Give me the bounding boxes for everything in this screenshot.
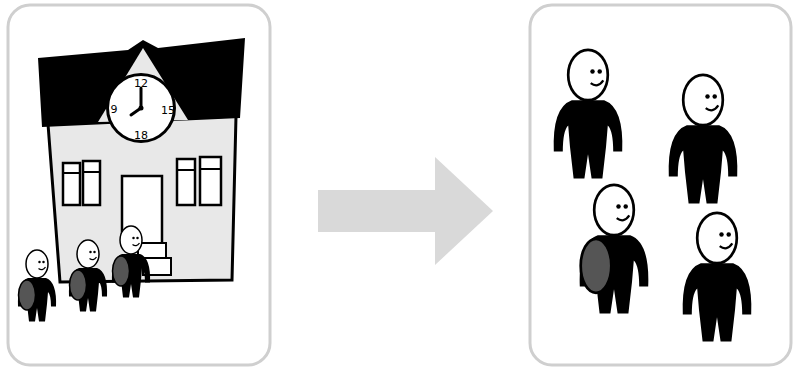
clock-number: 9 — [111, 104, 118, 115]
window-bars — [63, 169, 221, 173]
clock-number: 12 — [134, 78, 148, 89]
clock-face: 12 9 15 18 — [106, 73, 176, 143]
adult-figure — [554, 50, 623, 179]
clock-hands — [131, 88, 141, 115]
clock-number: 18 — [134, 130, 148, 141]
clock-pivot — [139, 106, 144, 111]
right-panel — [530, 5, 791, 365]
clock-number: 15 — [161, 105, 175, 116]
flow-arrow — [318, 157, 493, 265]
left-panel — [8, 5, 270, 365]
adult-figure — [580, 185, 649, 314]
child-figure — [69, 240, 107, 312]
adult-figure — [683, 213, 752, 342]
child-figure — [112, 226, 150, 298]
child-figure — [18, 250, 56, 322]
adult-figure — [669, 75, 738, 204]
